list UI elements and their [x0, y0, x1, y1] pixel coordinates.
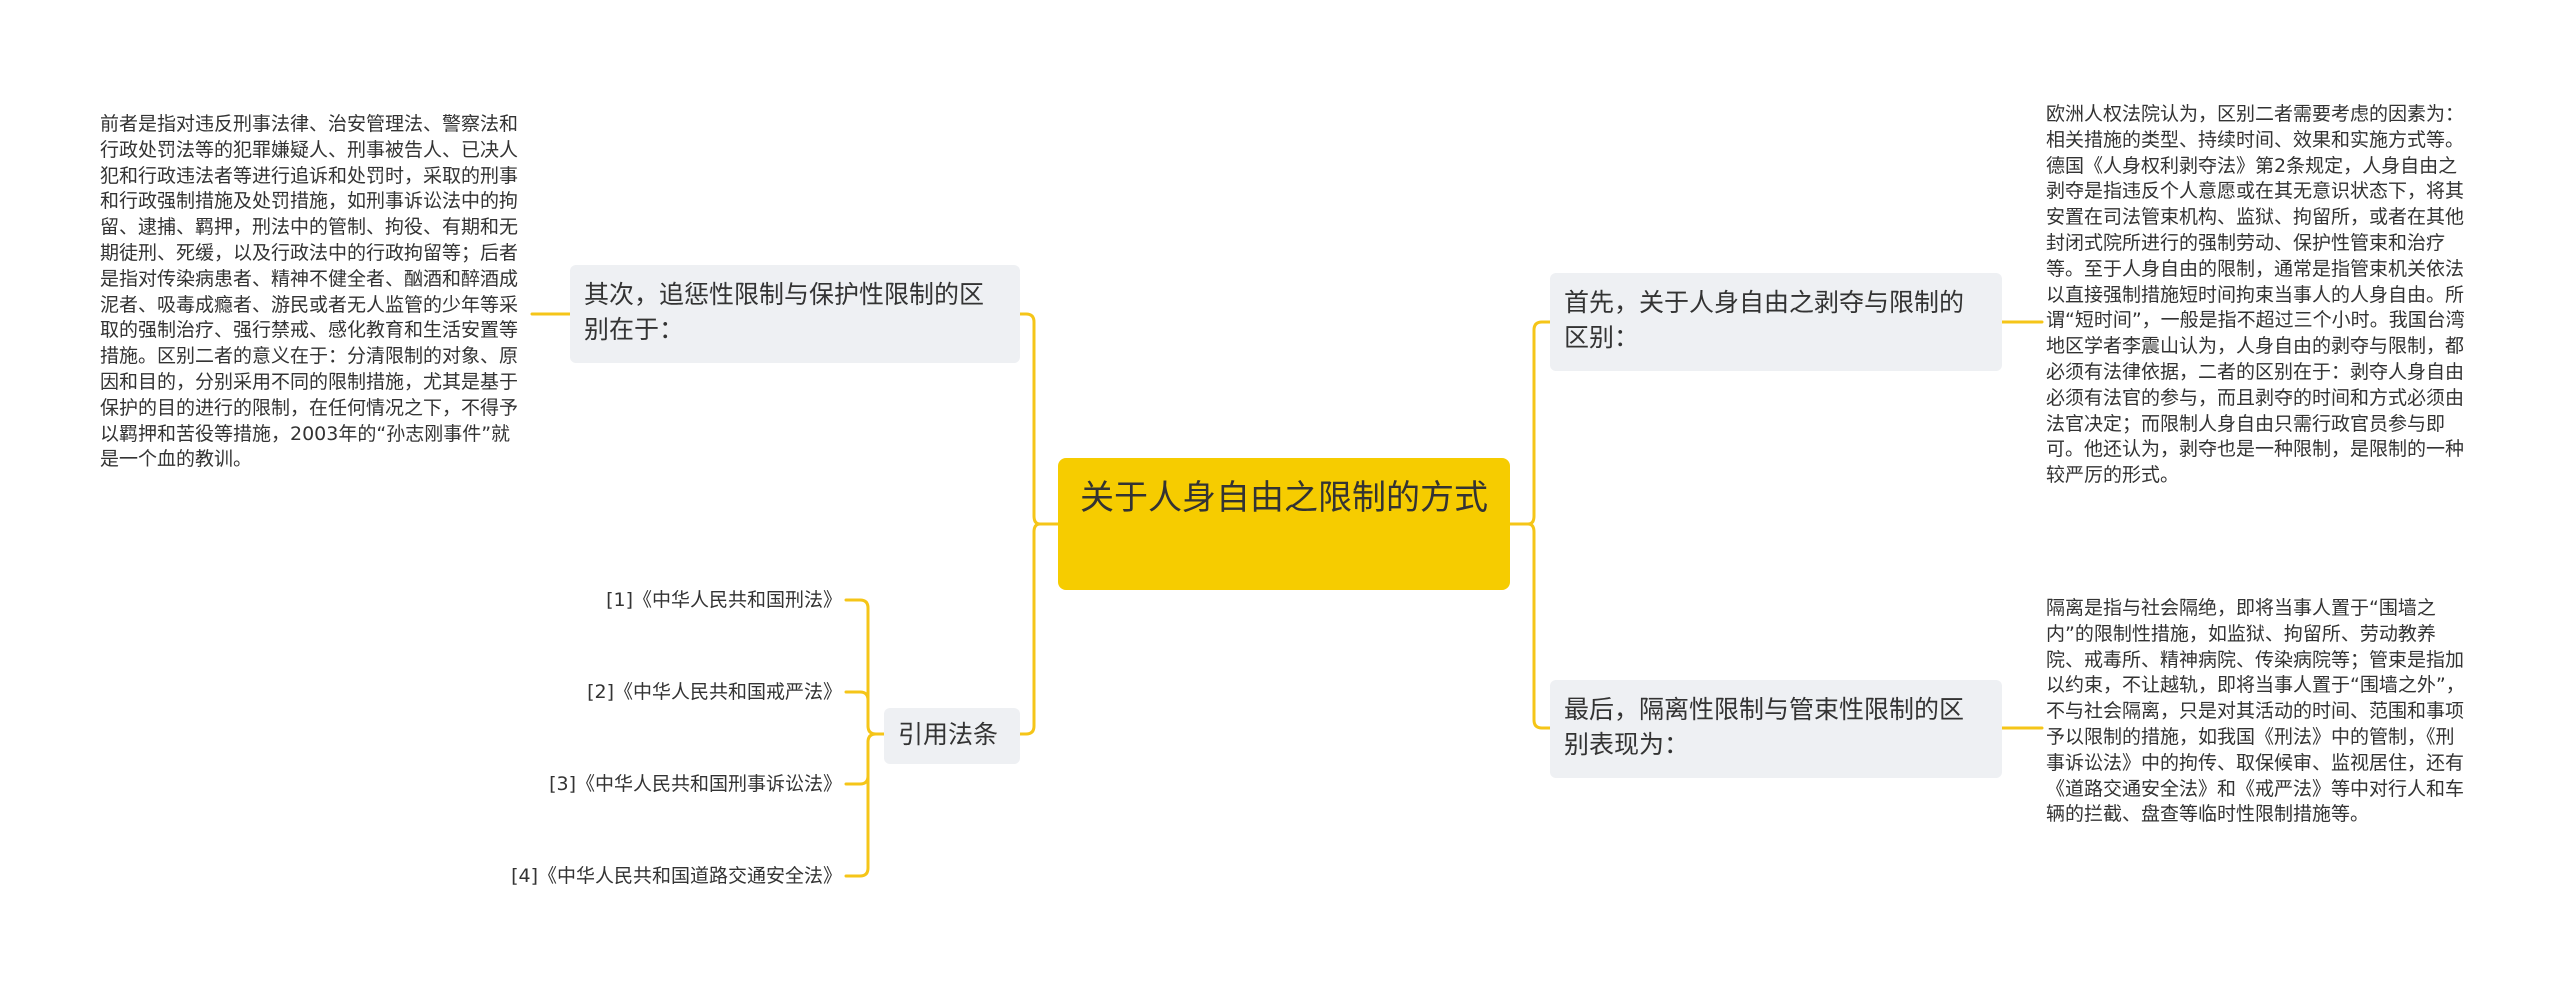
- detail-last-difference: 隔离是指与社会隔绝，即将当事人置于“围墙之内”的限制性措施，如监狱、拘留所、劳动…: [2046, 597, 2465, 826]
- cited-law-item: [2]《中华人民共和国戒严法》: [587, 681, 842, 703]
- branch-first-difference[interactable]: 首先，关于人身自由之剥夺与限制的区别：: [1550, 273, 2002, 371]
- link-refs-to-item4: [844, 732, 878, 878]
- link-root-to-last: [1526, 522, 1552, 730]
- cited-law-item: [3]《中华人民共和国刑事诉讼法》: [549, 773, 842, 795]
- detail-second-difference: 前者是指对违反刑事法律、治安管理法、警察法和行政处罚法等的犯罪嫌疑人、刑事被告人…: [100, 113, 519, 471]
- link-refs-to-item3: [844, 740, 870, 786]
- cited-law-item: [4]《中华人民共和国道路交通安全法》: [511, 865, 842, 887]
- branch-last-difference[interactable]: 最后，隔离性限制与管束性限制的区别表现为：: [1550, 680, 2002, 778]
- link-root-to-first: [1508, 320, 1552, 526]
- link-root-to-refs: [1018, 522, 1042, 736]
- detail-first-difference: 欧洲人权法院认为，区别二者需要考虑的因素为：相关措施的类型、持续时间、效果和实施…: [2046, 103, 2465, 487]
- branch-second-difference[interactable]: 其次，追惩性限制与保护性限制的区别在于：: [570, 265, 1020, 363]
- root-topic[interactable]: 关于人身自由之限制的方式: [1058, 458, 1510, 590]
- cited-law-item: [1]《中华人民共和国刑法》: [606, 589, 842, 611]
- link-refs-to-item2: [844, 690, 870, 728]
- link-refs-to-item1: [844, 598, 886, 736]
- branch-cited-laws[interactable]: 引用法条: [884, 708, 1020, 764]
- link-root-to-second: [1018, 312, 1060, 526]
